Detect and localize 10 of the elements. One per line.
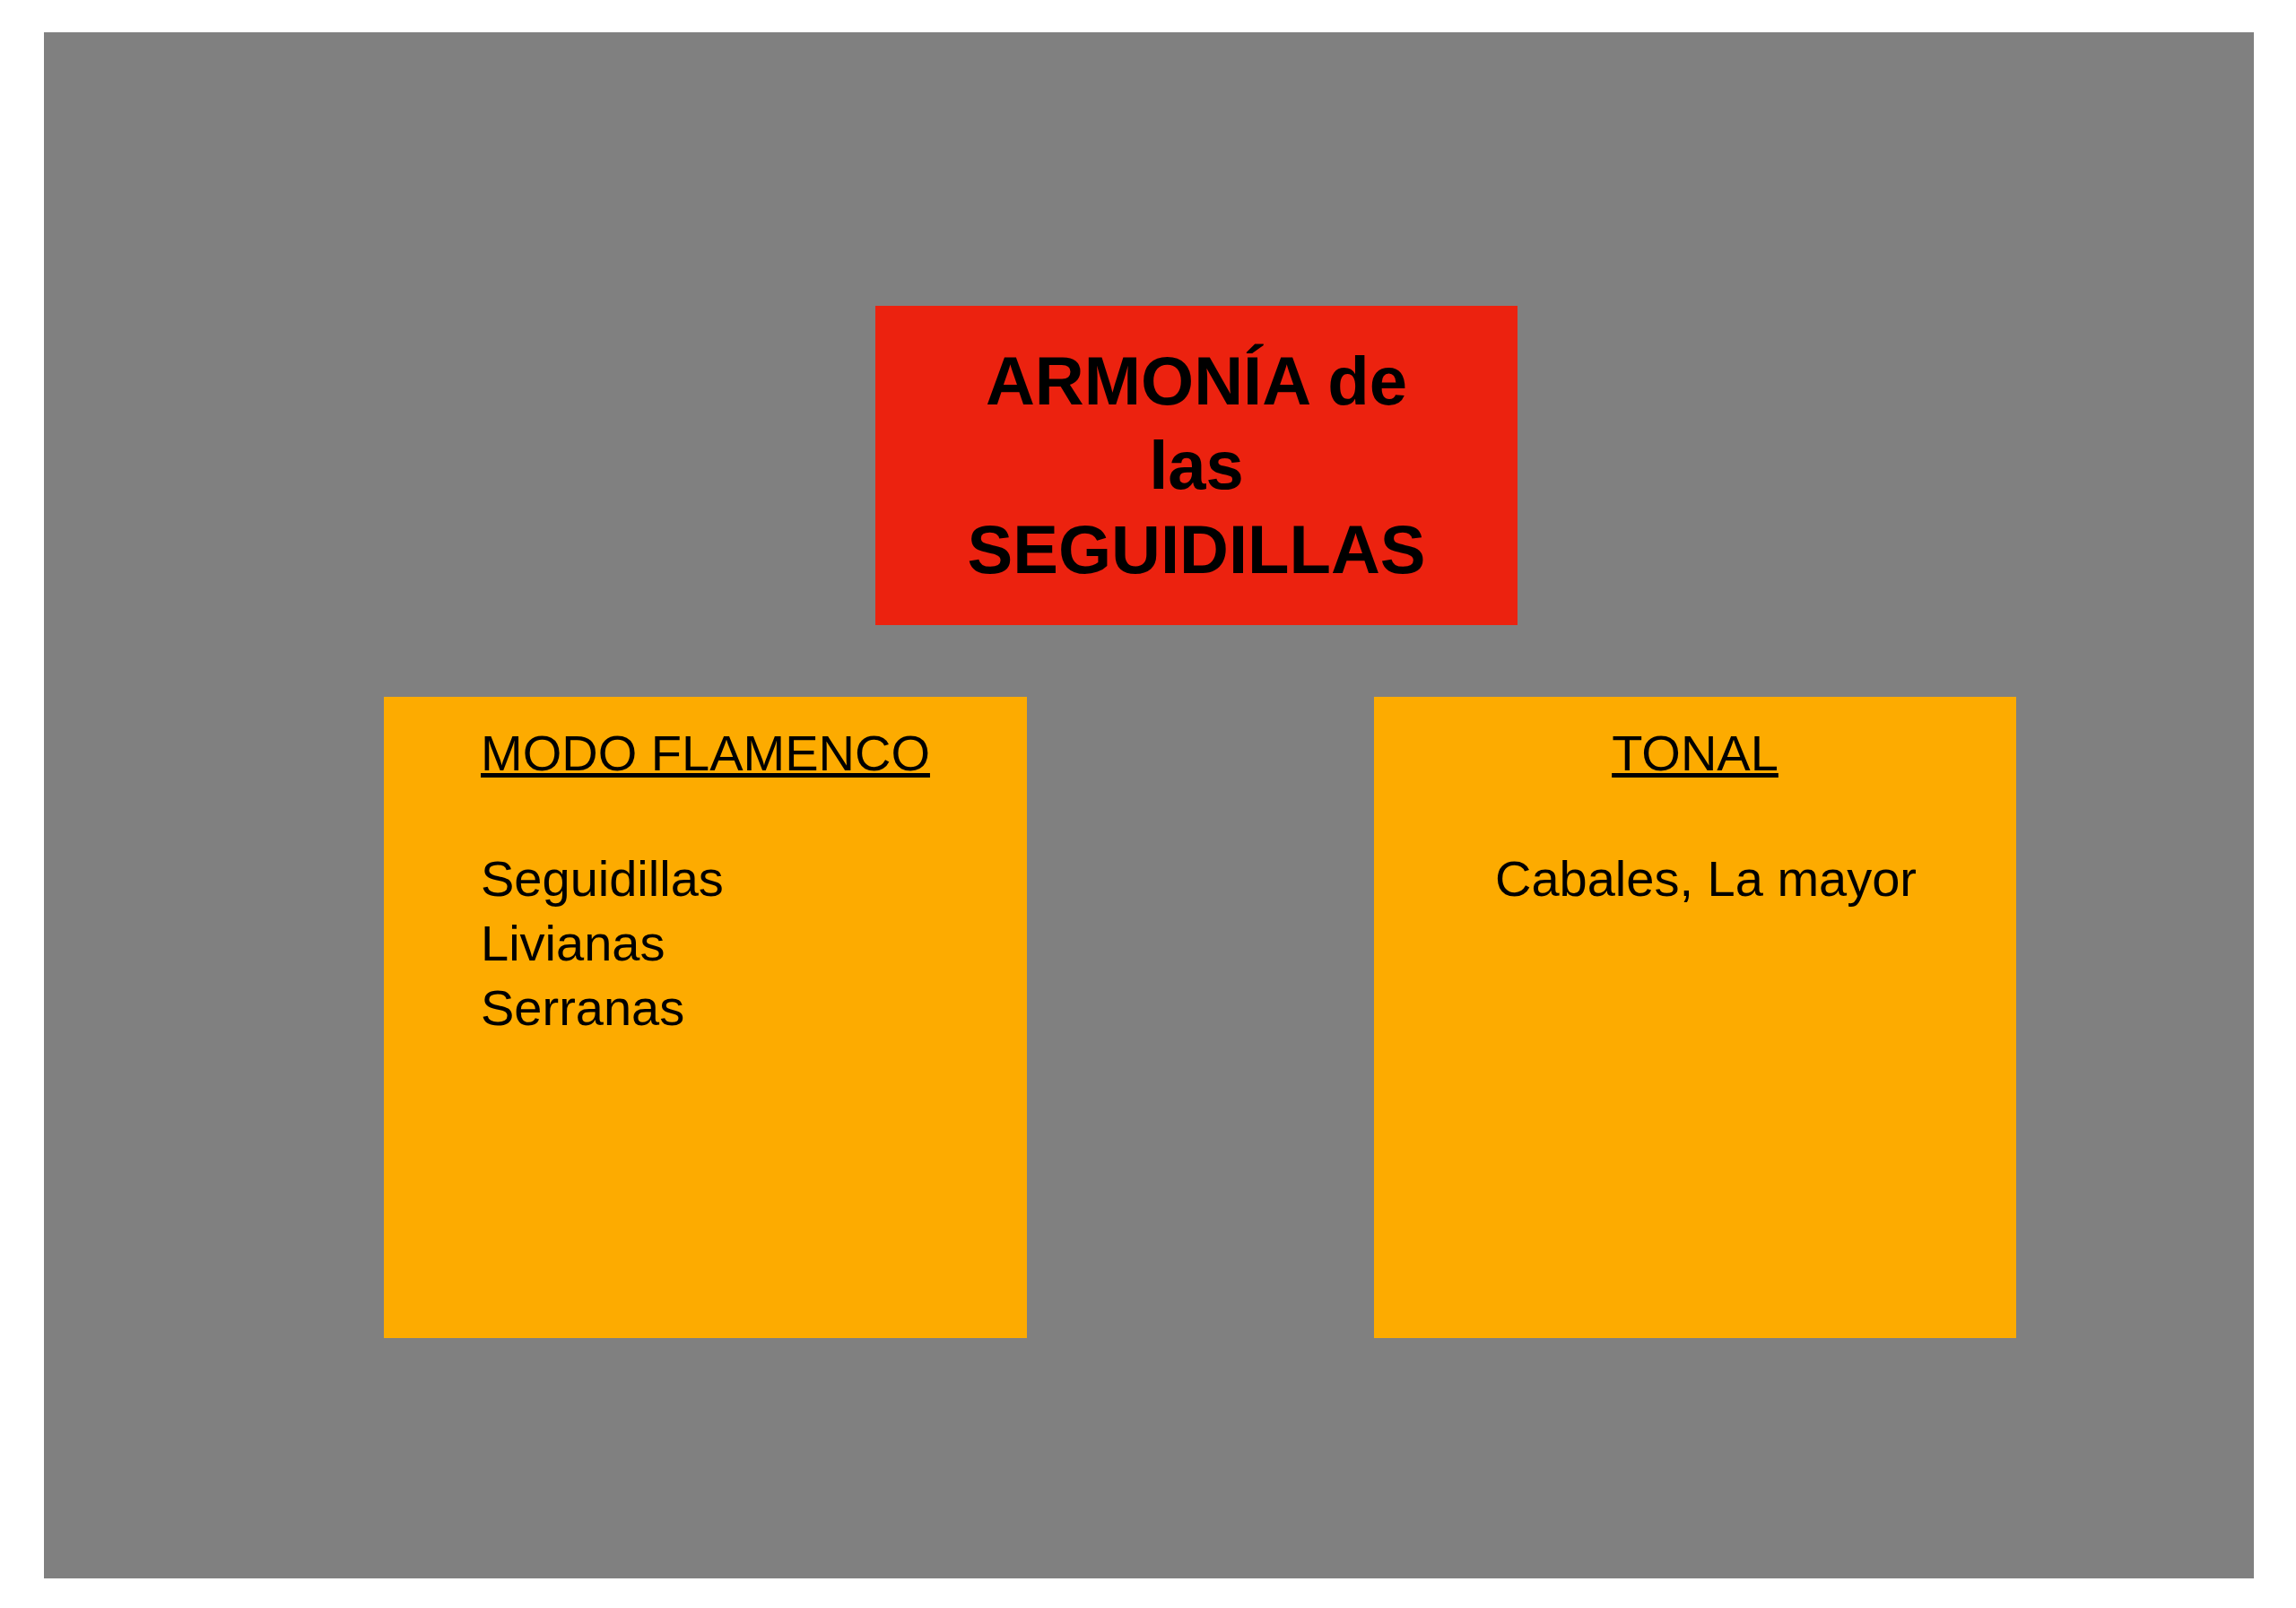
category-box	[384, 697, 1027, 1338]
list-item: Serranas	[481, 978, 685, 1037]
category-box	[1374, 697, 2016, 1338]
box-heading: TONAL	[1611, 724, 1779, 782]
title-box	[875, 306, 1518, 625]
box-heading: MODO FLAMENCO	[480, 724, 931, 782]
title-text: ARMONÍA de las SEGUIDILLAS	[966, 342, 1427, 589]
list-item: Livianas	[481, 914, 665, 972]
list-item: Seguidillas	[481, 849, 724, 908]
list-item: Cabales, La mayor	[1494, 849, 1918, 908]
